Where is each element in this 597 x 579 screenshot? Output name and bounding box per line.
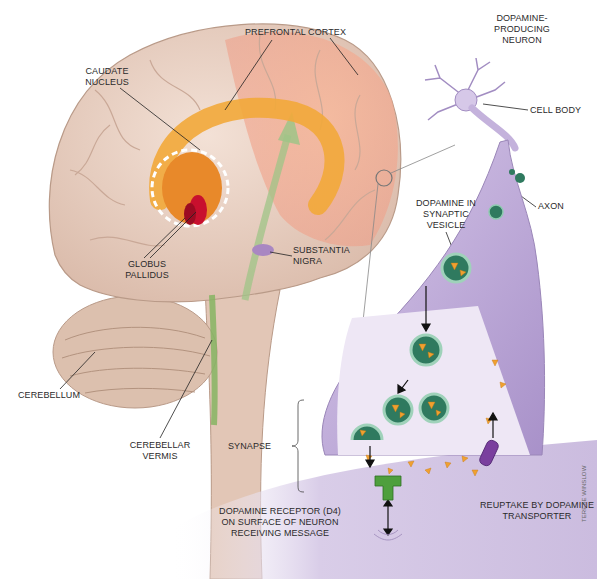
flow-arrow (425, 286, 426, 326)
dopamine-molecule (360, 430, 366, 436)
flow-arrow (492, 418, 493, 438)
part-label: AXON (538, 201, 564, 212)
dendrite (428, 104, 458, 120)
zoom-line (391, 145, 455, 173)
part-label: CEREBELLUM (18, 390, 80, 401)
arrowhead (398, 385, 405, 393)
flow-arrows (366, 286, 497, 535)
gyri (70, 35, 375, 246)
dopamine-molecule (436, 410, 441, 416)
small-vesicle (515, 173, 525, 183)
artist-credit: TERESE WINSLOW (581, 466, 588, 522)
synaptic-vesicle (420, 394, 448, 422)
arrowhead (384, 500, 392, 506)
leader-line (330, 38, 358, 75)
leader-line (60, 352, 95, 389)
leader-line (483, 104, 528, 110)
dopamine-molecule (392, 405, 399, 412)
leader-line (270, 252, 292, 256)
dendrite (468, 58, 490, 90)
vermis-shape (212, 295, 215, 425)
part-label: CEREBELLAR VERMIS (122, 440, 198, 462)
dopamine-molecule (400, 412, 405, 418)
magnifier-circle (376, 170, 392, 186)
part-label: REUPTAKE BY DOPAMINE TRANSPORTER (478, 500, 596, 522)
part-label: SUBSTANTIA NIGRA (293, 245, 353, 267)
dopamine-molecule (428, 352, 434, 358)
dopamine-molecule (408, 461, 414, 467)
part-label: DOPAMINE RECEPTOR (D4) ON SURFACE OF NEU… (212, 506, 348, 539)
fusing-vesicle (352, 425, 382, 440)
axon-terminal (322, 140, 545, 455)
dopamine-transporter (478, 439, 500, 468)
leader-lines (60, 38, 536, 512)
flow-arrow (402, 380, 408, 388)
dopamine-molecule (425, 468, 431, 474)
dopamine-molecule (388, 468, 393, 474)
synaptic-vesicle (411, 335, 441, 365)
small-vesicle (509, 169, 515, 175)
part-label: CAUDATE NUCLEUS (76, 66, 138, 88)
arrowhead (422, 324, 430, 331)
signal-waves (374, 530, 402, 540)
putamen-shape (162, 152, 222, 224)
cerebellum-folds (62, 327, 210, 393)
arrowhead (366, 460, 374, 467)
synapse-bracket (292, 400, 304, 492)
dopamine-molecule (492, 360, 498, 366)
dendrite (425, 65, 462, 95)
dopamine-molecule (472, 470, 478, 476)
part-label: DOPAMINE IN SYNAPTIC VESICLE (414, 198, 478, 231)
cerebrum (49, 24, 400, 302)
receiving-neuron (170, 440, 597, 579)
dashed-ring (152, 150, 228, 226)
dendrite (474, 82, 505, 98)
dopamine-receptor (375, 476, 401, 500)
pathway-arrow (245, 135, 288, 300)
small-vesicle (489, 205, 503, 219)
leader-line (144, 218, 185, 258)
part-label: CELL BODY (530, 105, 581, 116)
flow-arrow (387, 505, 388, 530)
dendrites (425, 58, 505, 120)
synaptic-vesicle (384, 396, 412, 424)
dopamine-molecules (360, 263, 506, 476)
vesicles (352, 254, 470, 440)
dopamine-molecule (451, 263, 458, 270)
leader-line (120, 88, 200, 150)
leader-line (150, 212, 196, 258)
substantia-nigra-shape (252, 244, 274, 256)
dopamine-molecule (462, 456, 468, 462)
part-label: SYNAPSE (228, 441, 271, 452)
dopamine-molecule (419, 344, 426, 351)
arrowhead (489, 413, 497, 420)
terminal-cutaway (337, 306, 530, 455)
synaptic-vesicle (442, 254, 470, 282)
part-label: DOPAMINE-PRODUCING NEURON (486, 13, 558, 46)
leader-line (225, 40, 272, 110)
prefrontal-region (225, 32, 398, 247)
leader-line (160, 340, 212, 438)
dopamine-molecule (428, 402, 435, 409)
dopamine-molecule (460, 270, 466, 276)
part-label: PREFRONTAL CORTEX (245, 27, 346, 38)
part-label: GLOBUS PALLIDUS (118, 259, 176, 281)
dopamine-molecule (445, 462, 451, 468)
dopamine-molecule (500, 382, 506, 388)
